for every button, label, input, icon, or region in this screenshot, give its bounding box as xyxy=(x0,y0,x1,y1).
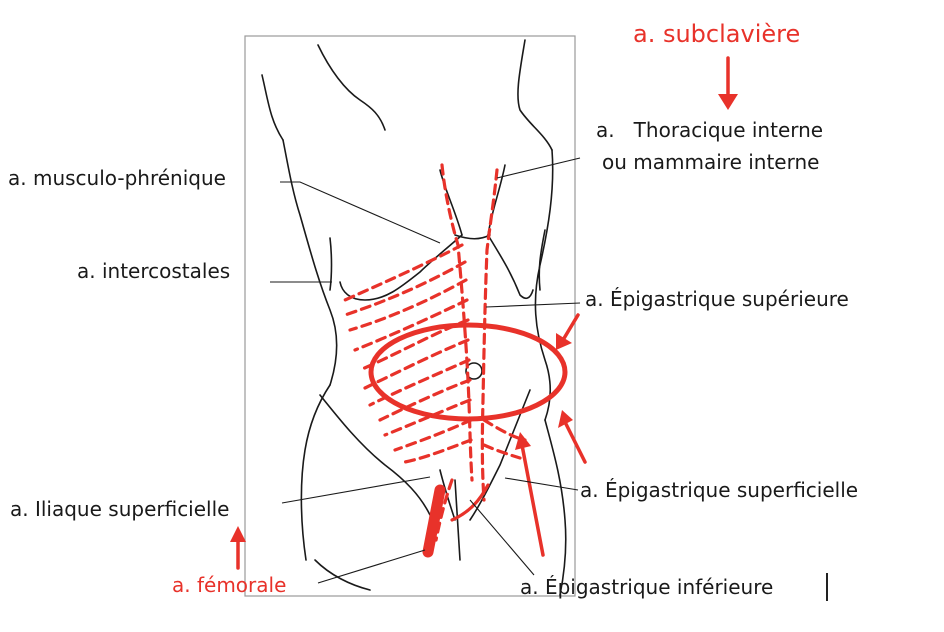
red-arrows xyxy=(230,56,738,570)
body-outline xyxy=(261,39,567,596)
leader-iliaque xyxy=(281,476,431,504)
leader-musculo xyxy=(280,181,441,244)
label-intercostales: a. intercostales xyxy=(77,259,231,283)
highlight-ellipse xyxy=(368,322,568,422)
label-epigastrique-superficielle: a. Épigastrique superficielle xyxy=(580,478,859,502)
leader-epi-sup xyxy=(485,302,581,308)
label-subclaviere: a. subclavière xyxy=(633,20,801,48)
leader-epi-inf xyxy=(469,499,535,576)
label-epigastrique-superieure: a. Épigastrique supérieure xyxy=(585,287,849,311)
text-cursor xyxy=(826,573,828,601)
artery-network xyxy=(343,163,527,542)
femoral-artery xyxy=(422,483,490,558)
leader-lines xyxy=(270,157,581,584)
label-femorale: a. fémorale xyxy=(172,573,287,597)
label-iliaque-superficielle: a. Iliaque superficielle xyxy=(10,497,230,521)
figure-frame xyxy=(244,35,576,597)
label-thoracique-line1: a. Thoracique interne xyxy=(596,118,824,142)
label-thoracique-line2: ou mammaire interne xyxy=(602,150,820,174)
thoracique-interne-right xyxy=(480,168,499,502)
label-epigastrique-inferieure: a. Épigastrique inférieure xyxy=(520,575,774,599)
thoracique-interne-left xyxy=(440,163,474,482)
leader-epi-superficielle xyxy=(504,477,579,491)
leader-thoracique xyxy=(496,157,581,179)
leader-femorale xyxy=(317,549,426,584)
label-musculo-phrenique: a. musculo-phrénique xyxy=(8,166,226,190)
